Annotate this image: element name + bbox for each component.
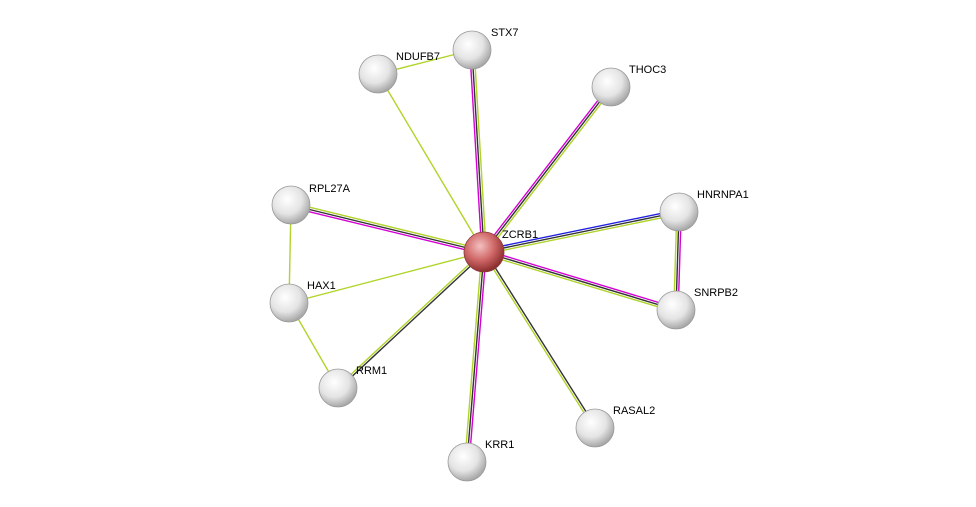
evidence-line-magenta [290,206,484,255]
evidence-line-yellowgreen [473,49,487,252]
evidence-line-dark [471,49,485,253]
evidence-line-magenta [468,252,487,463]
protein-node-circle[interactable] [591,67,631,107]
node-label: NDUFB7 [396,51,440,63]
edge-zcrb1-hax1[interactable] [288,251,485,304]
evidence-line-dark [483,86,612,253]
protein-node-circle[interactable] [659,192,699,232]
evidence-line-dark [290,204,485,253]
node-hax1[interactable]: HAX1 [269,280,336,323]
node-rasal2[interactable]: RASAL2 [575,405,655,448]
node-label: RASAL2 [613,405,655,417]
evidence-line-yellowgreen [377,73,485,253]
edge-zcrb1-krr1[interactable] [464,251,487,463]
edge-zcrb1-rrm1[interactable] [336,250,486,390]
node-hnrnpa1[interactable]: HNRNPA1 [659,189,749,232]
node-ndufb7[interactable]: NDUFB7 [358,51,440,94]
edge-zcrb1-rpl27a[interactable] [290,202,485,255]
evidence-line-dark [466,251,485,463]
protein-node-circle[interactable] [271,185,311,225]
edge-zcrb1-hnrnpa1[interactable] [483,209,680,255]
node-label: RPL27A [309,183,351,195]
edge-zcrb1-thoc3[interactable] [481,85,614,254]
protein-node-circle[interactable] [269,283,309,323]
node-stx7[interactable]: STX7 [452,27,519,70]
protein-node-circle[interactable] [447,442,487,482]
evidence-line-dark [338,252,486,390]
edge-zcrb1-stx7[interactable] [469,49,487,253]
protein-node-circle[interactable] [575,408,615,448]
node-label: STX7 [491,27,519,39]
evidence-line-blue [483,209,679,251]
evidence-line-magenta [469,50,483,253]
evidence-line-yellowgreen [336,250,484,388]
protein-node-circle[interactable] [318,368,358,408]
evidence-line-dark [483,211,680,253]
protein-node-circle[interactable] [656,290,696,330]
evidence-line-yellowgreen [482,252,595,429]
protein-node-circle[interactable] [358,54,398,94]
node-label: THOC3 [629,64,666,76]
edge-zcrb1-ndufb7[interactable] [377,73,485,253]
node-label: HNRNPA1 [697,189,749,201]
evidence-line-magenta [484,249,677,309]
evidence-line-yellowgreen [485,87,614,254]
evidence-line-dark [483,251,677,311]
evidence-line-yellowgreen [484,213,680,255]
node-label: SNRPB2 [694,287,738,299]
node-label: ZCRB1 [502,229,538,241]
node-label: KRR1 [485,439,514,451]
node-thoc3[interactable]: THOC3 [591,64,666,107]
evidence-line-yellowgreen [288,251,485,304]
evidence-line-yellowgreen [483,253,676,313]
protein-node-circle[interactable] [463,231,505,273]
node-zcrb1[interactable]: ZCRB1 [463,229,538,273]
edge-zcrb1-rasal2[interactable] [482,251,597,429]
evidence-line-dark [484,251,597,428]
edge-zcrb1-snrpb2[interactable] [483,249,677,313]
protein-node-circle[interactable] [452,30,492,70]
node-label: RRM1 [356,365,387,377]
evidence-line-yellowgreen [291,202,485,251]
evidence-line-yellowgreen [464,251,483,462]
evidence-line-magenta [481,85,610,252]
node-krr1[interactable]: KRR1 [447,439,514,482]
node-rrm1[interactable]: RRM1 [318,365,387,408]
node-snrpb2[interactable]: SNRPB2 [656,287,738,330]
node-rpl27a[interactable]: RPL27A [271,183,351,225]
node-label: HAX1 [307,280,336,292]
